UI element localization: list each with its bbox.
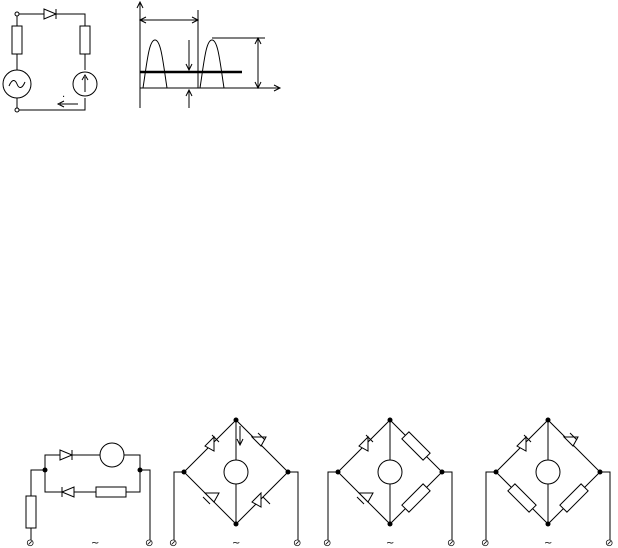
diode-lower-left: [202, 492, 220, 505]
terminal-right: ⊘: [447, 538, 455, 548]
circuit-wires: [16, 13, 86, 111]
node-right: [597, 469, 603, 475]
resistor-lower-left: [507, 483, 537, 513]
node-right: [439, 469, 445, 475]
meter: [223, 459, 249, 485]
diode-upper-right: [250, 432, 267, 447]
meter: [377, 459, 403, 485]
arrow-up-icon: [81, 74, 89, 92]
terminal-left: ⊘: [323, 538, 331, 548]
ac-label: ~: [386, 538, 394, 548]
resistor-vertical: [25, 495, 37, 529]
node-top: [387, 417, 393, 423]
wires: [30, 454, 151, 540]
circuit-bridge-diodes-resistors: ⊘ ~ ⊘: [323, 417, 455, 548]
circuit-bridge-resistors-bottom: ⊘ ~ ⊘: [481, 417, 613, 548]
node-bottom: [233, 521, 239, 527]
node-right: [285, 469, 291, 475]
ac-label: ~: [544, 538, 552, 548]
x-axis: [140, 84, 282, 92]
current-arrow: [236, 426, 244, 447]
ammeter: [99, 442, 125, 468]
halfwave-circuit: ·: [2, 8, 98, 113]
resistor-horizontal: [95, 486, 127, 498]
average-marker-top: [185, 40, 193, 72]
terminal-right: ⊘: [605, 538, 613, 548]
terminal-top: [14, 11, 20, 17]
terminal-left: ⊘: [481, 538, 489, 548]
diode-bottom: [60, 486, 75, 498]
meter: [535, 459, 561, 485]
peak-dimension: [212, 36, 265, 90]
circuit-diode-bridge: ⊘ ~ ⊘: [169, 417, 301, 548]
waveform-graph: [136, 0, 282, 108]
terminal-right: ⊘: [145, 538, 153, 548]
node-left: [493, 469, 499, 475]
resistor-lower-right: [401, 483, 431, 513]
diode-lower-right: [251, 491, 271, 508]
terminal-right: ⊘: [293, 538, 301, 548]
node-bottom: [545, 521, 551, 527]
node-top: [233, 417, 239, 423]
diode-upper-left: [516, 434, 532, 452]
diode-upper-left: [358, 434, 374, 452]
diode-top: [59, 449, 74, 461]
average-marker-bottom: [185, 88, 193, 108]
diode: [43, 8, 58, 20]
resistor-lower-right: [559, 483, 589, 513]
circuit-half-bridge: ⊘ ~ ⊘: [25, 442, 153, 548]
terminal-bottom: [14, 107, 20, 113]
current-arrow: [56, 100, 78, 108]
node-left: [181, 469, 187, 475]
period-dimension: [138, 10, 200, 88]
diode-lower-left: [356, 492, 374, 505]
diode-upper-left: [204, 434, 220, 452]
y-axis: [136, 0, 144, 108]
terminal-left: ⊘: [169, 538, 177, 548]
resistor-left: [11, 25, 23, 55]
ac-label: ~: [232, 538, 240, 548]
resistor-right: [79, 25, 91, 55]
resistor-upper-right: [401, 431, 431, 461]
ac-label: ~: [91, 538, 99, 548]
node-bottom: [387, 521, 393, 527]
sine-icon: [8, 80, 26, 88]
node-left: [42, 467, 48, 473]
diode-upper-right: [562, 432, 579, 447]
rectified-waveform: [142, 39, 225, 89]
node-right: [137, 467, 143, 473]
node-left: [335, 469, 341, 475]
node-top: [545, 417, 551, 423]
terminal-left: ⊘: [26, 538, 34, 548]
meter-mark: ·: [62, 92, 65, 103]
